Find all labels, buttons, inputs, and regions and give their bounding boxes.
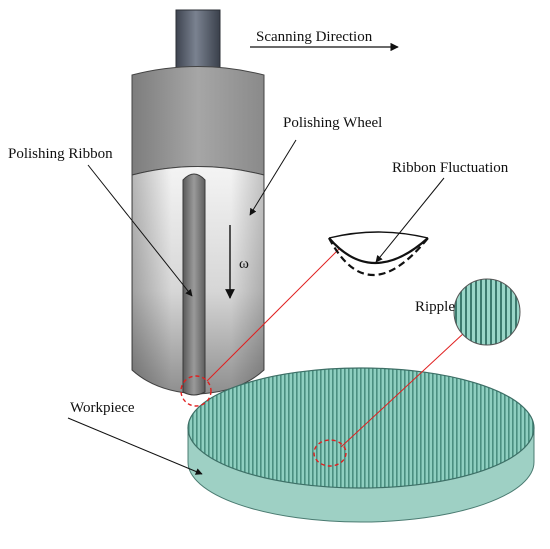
polishing-wheel-label: Polishing Wheel xyxy=(283,115,382,131)
leader-polishing-ribbon xyxy=(87,164,193,297)
scanning-direction-label: Scanning Direction xyxy=(256,29,373,45)
ripple-label: Ripple xyxy=(415,299,455,315)
connector-line-fluctuation xyxy=(206,247,341,382)
ripple-inset xyxy=(453,278,521,346)
polishing-wheel-cap xyxy=(131,66,265,176)
contact-zone-circle xyxy=(180,375,212,407)
leader-polishing-wheel xyxy=(249,139,297,216)
surface-zone-circle xyxy=(313,439,347,467)
ribbon-fluctuation-inset xyxy=(328,231,429,276)
leader-workpiece xyxy=(67,417,203,475)
omega-label: ω xyxy=(239,256,249,272)
ribbon-fluctuation-label: Ribbon Fluctuation xyxy=(392,160,509,176)
polishing-ribbon xyxy=(182,173,206,396)
connector-line-ripple xyxy=(340,331,466,448)
polishing-ribbon-label: Polishing Ribbon xyxy=(8,146,113,162)
workpiece-label: Workpiece xyxy=(70,400,135,416)
leader-ribbon-fluctuation xyxy=(375,177,445,263)
